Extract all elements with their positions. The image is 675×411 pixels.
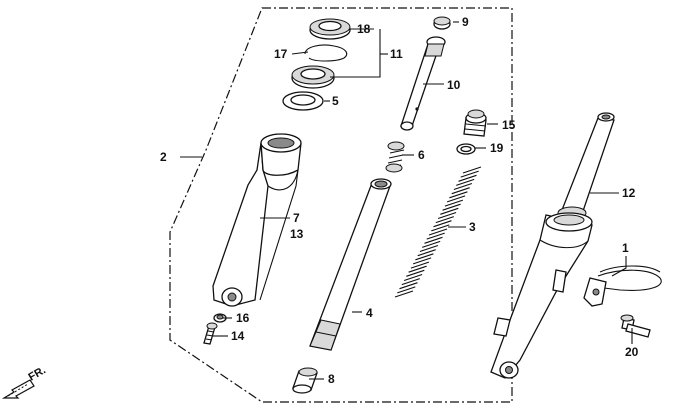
callout-2: 2 (160, 150, 167, 164)
callout-7: 7 (293, 211, 300, 225)
flange-bolt-part (620, 314, 651, 338)
fork-pipe-part (309, 178, 392, 351)
callout-15: 15 (502, 118, 516, 132)
piston-ring-part (433, 16, 451, 30)
circlip-part (304, 44, 348, 62)
callout-9: 9 (462, 15, 469, 29)
callout-1: 1 (622, 241, 629, 255)
callout-12: 12 (622, 186, 636, 200)
front-fork-assembly-part (490, 112, 615, 379)
callout-10: 10 (447, 78, 461, 92)
callout-17: 17 (274, 47, 288, 61)
callout-16: 16 (236, 311, 250, 325)
socket-bolt-part (203, 322, 218, 345)
callout-20: 20 (625, 345, 639, 359)
damper-rod-part (400, 36, 446, 131)
callout-8: 8 (328, 372, 335, 386)
callout-19: 19 (490, 141, 504, 155)
oil-seal-part (291, 65, 335, 89)
fork-spring-part (394, 166, 482, 298)
callout-3: 3 (469, 220, 476, 234)
front-direction-label: FR. (27, 364, 48, 383)
fork-slider-part (212, 133, 302, 307)
front-direction-arrow-icon (1, 379, 35, 399)
callout-14: 14 (231, 329, 245, 343)
callout-11: 11 (390, 47, 403, 61)
slide-bushing-part (292, 367, 318, 394)
callout-4: 4 (366, 306, 373, 320)
callout-6: 6 (418, 148, 425, 162)
callout-13: 13 (290, 227, 304, 241)
brake-hose-guide-part (583, 265, 662, 307)
callout-18: 18 (357, 22, 371, 36)
o-ring-part (456, 143, 476, 155)
callout-5: 5 (332, 94, 339, 108)
fork-cap-bolt-part (463, 109, 487, 137)
washer-part (282, 91, 324, 111)
assembly-boundary (169, 7, 513, 403)
rebound-spring-part (385, 141, 405, 173)
leader-lines (180, 21, 633, 380)
dust-seal-part (309, 18, 351, 40)
